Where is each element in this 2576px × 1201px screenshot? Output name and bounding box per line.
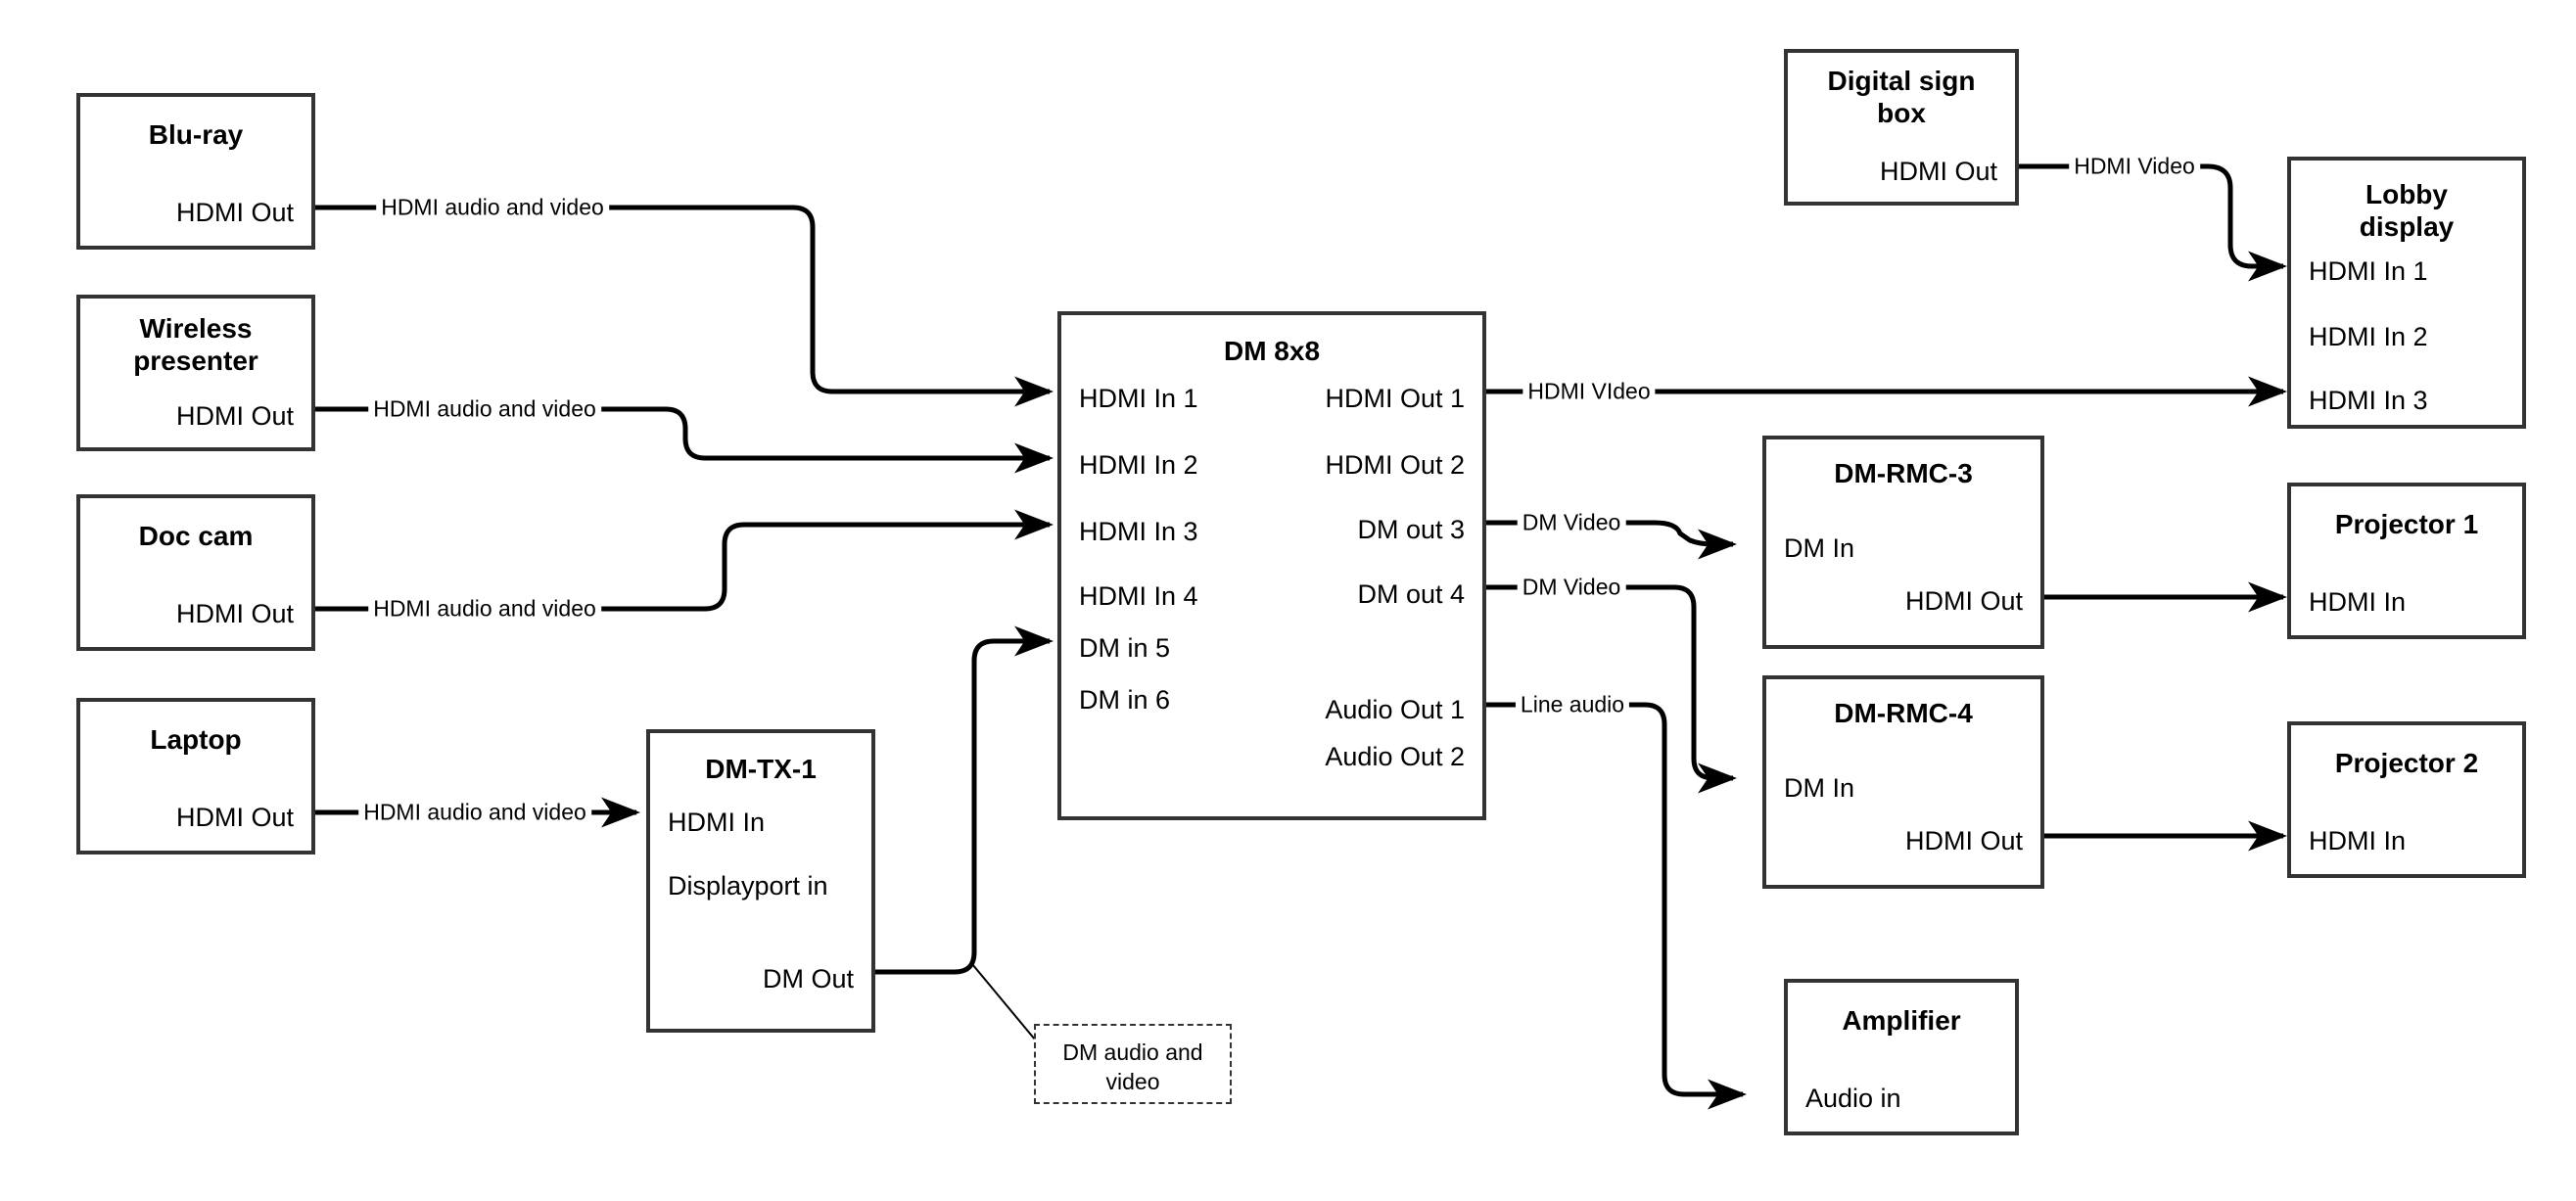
edge-label-wireless: HDMI audio and video: [368, 397, 601, 421]
port-dm-8x8-hdmi-out-1[interactable]: HDMI Out 1: [1325, 384, 1465, 413]
node-laptop[interactable]: Laptop HDMI Out: [76, 698, 315, 855]
port-lobby-display-hdmi-in-2[interactable]: HDMI In 2: [2309, 322, 2428, 351]
wire-signbox-to-lobby: [2019, 163, 2288, 282]
node-lobby-display-title-line2: display: [2359, 211, 2455, 242]
edge-label-dm8x8-audioout1: Line audio: [1515, 693, 1630, 716]
node-laptop-title: Laptop: [150, 724, 242, 755]
node-amplifier[interactable]: Amplifier Audio in: [1784, 979, 2019, 1135]
node-dm-rmc-4-title: DM-RMC-4: [1834, 698, 1973, 728]
node-dm-rmc-3[interactable]: DM-RMC-3 DM In HDMI Out: [1762, 436, 2044, 649]
port-dm-8x8-dm-in-6[interactable]: DM in 6: [1079, 685, 1171, 715]
node-dm-8x8[interactable]: DM 8x8 HDMI In 1 HDMI In 2 HDMI In 3 HDM…: [1057, 311, 1486, 820]
port-doc-cam-hdmi-out[interactable]: HDMI Out: [175, 599, 294, 628]
port-bluray-hdmi-out[interactable]: HDMI Out: [175, 198, 294, 227]
port-lobby-display-hdmi-in-3[interactable]: HDMI In 3: [2309, 386, 2428, 415]
node-dm-8x8-title: DM 8x8: [1223, 336, 1321, 366]
node-projector-1[interactable]: Projector 1 HDMI In: [2287, 483, 2526, 639]
edge-label-laptop: HDMI audio and video: [358, 801, 591, 824]
node-projector-2-title: Projector 2: [2334, 748, 2479, 778]
port-dm-8x8-dm-out-3[interactable]: DM out 3: [1357, 515, 1465, 544]
port-dm-8x8-hdmi-out-2[interactable]: HDMI Out 2: [1325, 450, 1465, 480]
port-dm-tx-1-displayport-in[interactable]: Displayport in: [668, 871, 828, 901]
node-doc-cam-title: Doc cam: [138, 521, 254, 551]
edge-label-dm8x8-dmout3: DM Video: [1517, 511, 1626, 534]
port-dm-8x8-audio-out-1[interactable]: Audio Out 1: [1325, 695, 1465, 724]
callout-line-2: video: [1105, 1069, 1160, 1094]
node-dm-rmc-4[interactable]: DM-RMC-4 DM In HDMI Out: [1762, 675, 2044, 889]
port-dm-rmc-4-hdmi-out[interactable]: HDMI Out: [1904, 826, 2023, 855]
port-dm-8x8-hdmi-in-1[interactable]: HDMI In 1: [1079, 384, 1198, 413]
node-doc-cam[interactable]: Doc cam HDMI Out: [76, 494, 315, 651]
callout-dm-audio-and-video: DM audio and video: [1034, 1024, 1232, 1104]
wire-dm8x8-audioout1-to-amplifier: [1482, 702, 1748, 1110]
port-projector-1-hdmi-in[interactable]: HDMI In: [2309, 587, 2407, 617]
node-dm-tx-1[interactable]: DM-TX-1 HDMI In Displayport in DM Out: [646, 729, 875, 1033]
edge-label-dm8x8-hdmiout1: HDMI VIdeo: [1522, 380, 1656, 403]
port-dm-8x8-hdmi-in-3[interactable]: HDMI In 3: [1079, 517, 1198, 546]
port-laptop-hdmi-out[interactable]: HDMI Out: [175, 803, 294, 832]
node-digital-sign-box-title-line2: box: [1877, 98, 1926, 128]
port-dm-8x8-hdmi-in-4[interactable]: HDMI In 4: [1079, 581, 1198, 611]
port-digital-sign-box-hdmi-out[interactable]: HDMI Out: [1879, 157, 1997, 186]
callout-leader-line: [971, 963, 1041, 1046]
wire-dmtx1-to-dm8x8: [875, 625, 1054, 975]
node-projector-2[interactable]: Projector 2 HDMI In: [2287, 721, 2526, 878]
edge-label-bluray: HDMI audio and video: [376, 196, 609, 219]
node-wireless-presenter-title-line2: presenter: [133, 346, 258, 376]
wire-bluray-to-dm8x8: [315, 205, 1054, 407]
port-dm-tx-1-hdmi-in[interactable]: HDMI In: [668, 808, 766, 837]
port-lobby-display-hdmi-in-1[interactable]: HDMI In 1: [2309, 256, 2428, 286]
node-lobby-display-title-line1: Lobby: [2365, 179, 2448, 209]
node-dm-tx-1-title: DM-TX-1: [705, 754, 817, 784]
node-dm-rmc-3-title: DM-RMC-3: [1834, 458, 1973, 488]
port-wireless-presenter-hdmi-out[interactable]: HDMI Out: [175, 401, 294, 431]
port-projector-2-hdmi-in[interactable]: HDMI In: [2309, 826, 2407, 855]
port-dm-rmc-3-hdmi-out[interactable]: HDMI Out: [1904, 586, 2023, 616]
port-dm-8x8-audio-out-2[interactable]: Audio Out 2: [1325, 742, 1465, 771]
node-lobby-display[interactable]: Lobby display HDMI In 1 HDMI In 2 HDMI I…: [2287, 157, 2526, 429]
port-dm-rmc-3-dm-in[interactable]: DM In: [1784, 533, 1855, 563]
port-dm-8x8-dm-in-5[interactable]: DM in 5: [1079, 633, 1171, 663]
port-dm-tx-1-dm-out[interactable]: DM Out: [762, 964, 854, 993]
edge-label-dm8x8-dmout4: DM Video: [1517, 576, 1626, 599]
node-bluray[interactable]: Blu-ray HDMI Out: [76, 93, 315, 250]
port-dm-8x8-dm-out-4[interactable]: DM out 4: [1357, 579, 1465, 609]
edge-label-doccam: HDMI audio and video: [368, 597, 601, 621]
node-bluray-title: Blu-ray: [148, 119, 244, 150]
node-digital-sign-box-title-line1: Digital sign: [1827, 66, 1976, 96]
port-dm-8x8-hdmi-in-2[interactable]: HDMI In 2: [1079, 450, 1198, 480]
node-amplifier-title: Amplifier: [1842, 1005, 1961, 1036]
port-dm-rmc-4-dm-in[interactable]: DM In: [1784, 773, 1855, 803]
node-digital-sign-box[interactable]: Digital sign box HDMI Out: [1784, 49, 2019, 206]
wire-dm8x8-dmout4-to-rmc4: [1482, 584, 1738, 794]
callout-line-1: DM audio and: [1062, 1039, 1203, 1065]
node-wireless-presenter-title-line1: Wireless: [139, 313, 253, 344]
port-amplifier-audio-in[interactable]: Audio in: [1805, 1084, 1901, 1113]
edge-label-signbox: HDMI Video: [2069, 155, 2200, 178]
node-wireless-presenter[interactable]: Wireless presenter HDMI Out: [76, 295, 315, 451]
node-projector-1-title: Projector 1: [2334, 509, 2479, 539]
